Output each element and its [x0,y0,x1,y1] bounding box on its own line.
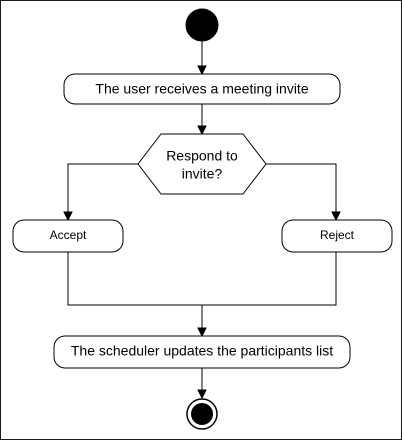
action-accept-label: Accept [50,228,87,242]
edge-receive-to-decision [197,104,207,136]
action-receive-invite-label: The user receives a meeting invite [95,81,308,97]
start-node [185,8,219,42]
edge-merge-to-update [197,305,207,338]
edge-start-to-receive [197,41,207,76]
action-update-participants: The scheduler updates the participants l… [53,335,351,369]
decision-respond-to-invite: Respond to invite? [137,133,267,195]
action-reject-label: Reject [320,228,355,242]
edge-decision-to-accept [63,163,138,222]
edge-accept-to-update [67,252,202,306]
decision-label-line1: Respond to [166,148,238,164]
edge-reject-to-update [202,252,337,306]
action-update-participants-label: The scheduler updates the participants l… [71,343,333,359]
action-receive-invite: The user receives a meeting invite [63,73,341,105]
edge-update-to-end [197,368,207,400]
action-accept: Accept [12,219,124,253]
final-node [186,398,218,430]
action-reject: Reject [281,219,393,253]
edge-decision-to-reject [266,163,341,222]
decision-label-line2: invite? [182,166,223,182]
